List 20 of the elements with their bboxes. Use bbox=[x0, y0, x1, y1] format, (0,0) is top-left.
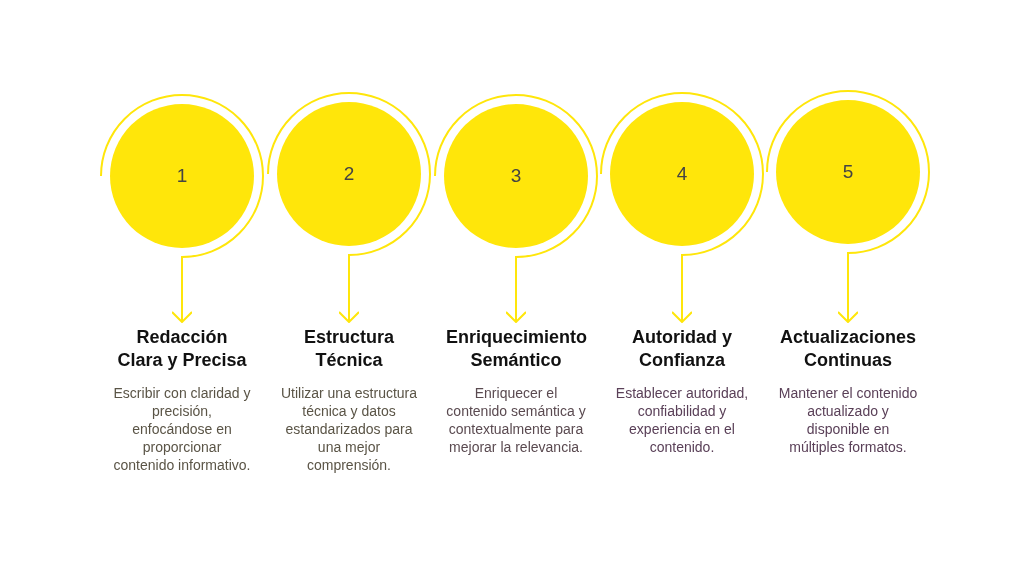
step-title: Enriquecimiento Semántico bbox=[446, 326, 586, 372]
arrow bbox=[600, 92, 764, 323]
step-title: Actualizaciones Continuas bbox=[778, 326, 917, 372]
step-title: Estructura Técnica bbox=[303, 326, 395, 372]
arrow bbox=[100, 94, 264, 323]
step-number: 4 bbox=[676, 163, 688, 185]
step-number: 3 bbox=[510, 165, 522, 187]
step-description: Enriquecer el contenido semántica y contextualmente para mejorar la relevancia. bbox=[446, 384, 586, 456]
step-title: Redacción Clara y Precisa bbox=[116, 326, 248, 372]
step-description: Establecer autoridad, confiabilidad y experiencia en el contenido. bbox=[614, 384, 750, 456]
step-number: 5 bbox=[842, 161, 854, 183]
step-title: Autoridad y Confianza bbox=[631, 326, 733, 372]
step-description: Mantener el contenido actualizado y disponible en múltiples formatos. bbox=[778, 384, 918, 456]
arrow bbox=[267, 92, 431, 323]
step-description: Escribir con claridad y precisión, enfocándose en proporcionar contenido informativo. bbox=[112, 384, 252, 474]
arrow bbox=[766, 90, 930, 323]
arrow bbox=[434, 94, 598, 323]
step-number: 1 bbox=[176, 165, 188, 187]
step-number: 2 bbox=[343, 163, 355, 185]
step-description: Utilizar una estructura técnica y datos estandarizados para una mejor comprensión. bbox=[279, 384, 419, 474]
